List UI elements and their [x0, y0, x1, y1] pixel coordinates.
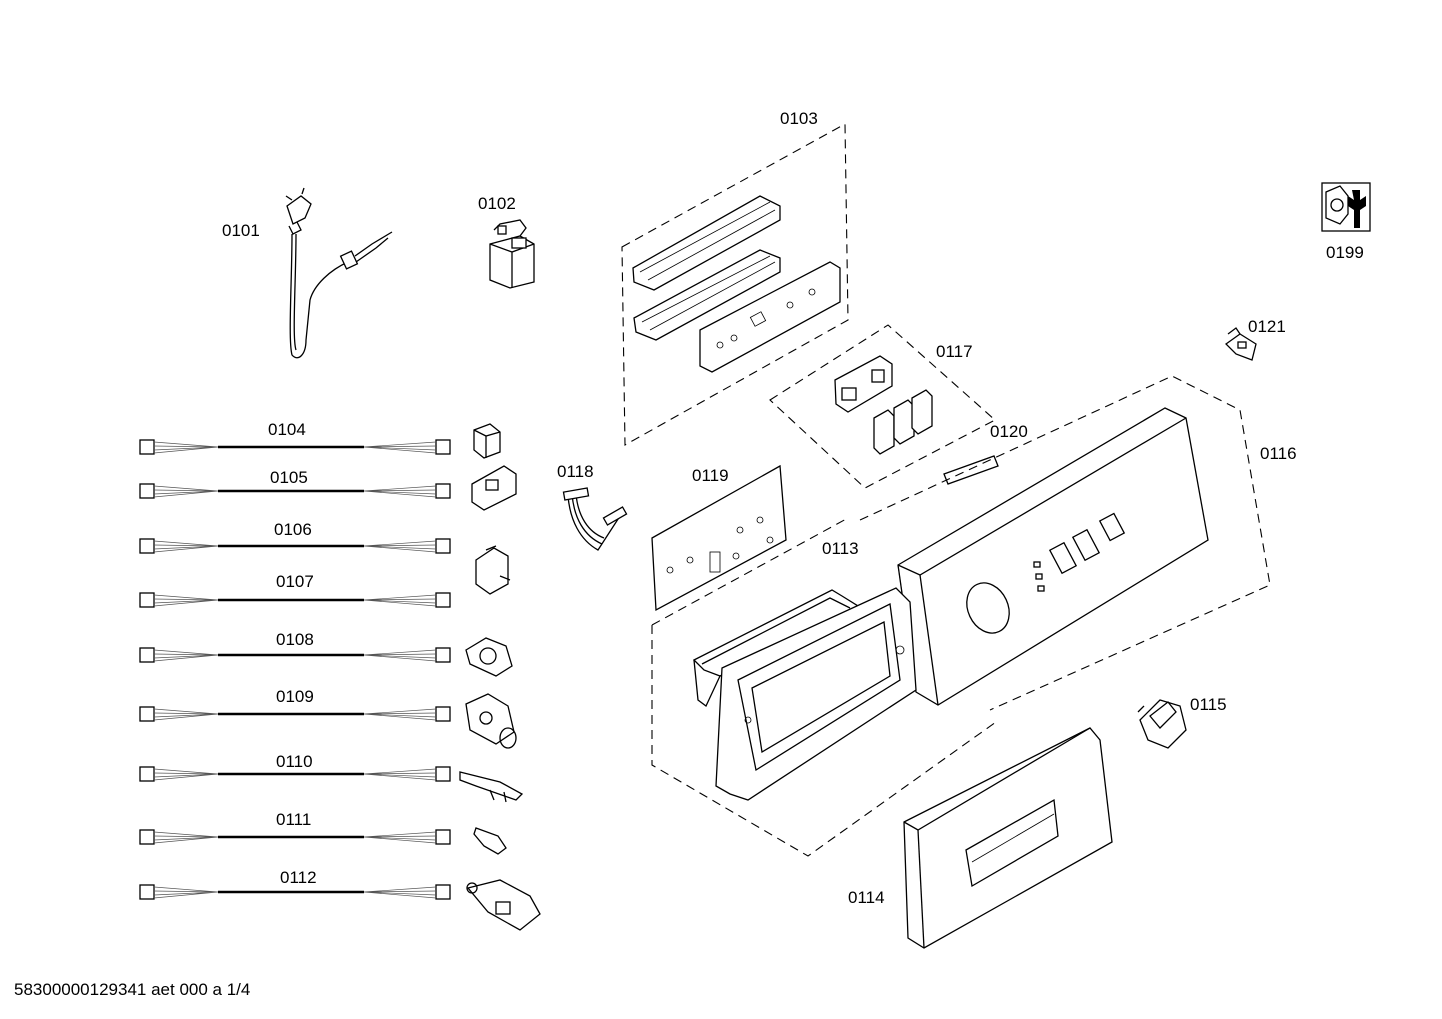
frame-0116	[859, 375, 1271, 711]
component-0106[interactable]	[475, 545, 511, 595]
label-0111: 0111	[276, 810, 311, 829]
label-0120: 0120	[990, 422, 1028, 441]
label-0108: 0108	[276, 630, 314, 649]
component-0104[interactable]	[473, 423, 501, 459]
label-0119: 0119	[692, 466, 729, 485]
bracket-part[interactable]	[1224, 327, 1257, 361]
label-0103: 0103	[780, 109, 818, 128]
label-0118: 0118	[557, 462, 594, 481]
frame-0113	[651, 517, 997, 857]
component-0109[interactable]	[465, 693, 517, 749]
label-0106: 0106	[274, 520, 312, 539]
frame-0103	[621, 123, 849, 446]
label-0107: 0107	[276, 572, 314, 591]
component-0112[interactable]	[466, 879, 541, 931]
wire-harness-0106[interactable]	[139, 538, 451, 554]
wire-harness-0107[interactable]	[139, 592, 451, 608]
wire-harness-0108[interactable]	[139, 647, 451, 663]
component-0111[interactable]	[473, 827, 507, 855]
frame-0117	[769, 324, 996, 489]
drawer-panel-part[interactable]	[903, 727, 1113, 949]
label-0113: 0113	[822, 539, 859, 558]
component-0108[interactable]	[465, 637, 513, 677]
ribbon-cable-part[interactable]	[562, 487, 628, 551]
component-0110[interactable]	[459, 771, 524, 803]
wrench-nut-icon	[1321, 182, 1371, 232]
label-0101: 0101	[222, 221, 260, 240]
interference-suppressor-part[interactable]	[489, 219, 535, 289]
label-0109: 0109	[276, 687, 314, 706]
switch-block-part[interactable]	[834, 355, 933, 455]
wire-harness-0105[interactable]	[139, 483, 451, 499]
label-0199: 0199	[1326, 243, 1364, 262]
label-0104: 0104	[268, 420, 306, 439]
label-0105: 0105	[270, 468, 308, 487]
power-cord-part[interactable]	[285, 187, 393, 359]
wire-harness-0110[interactable]	[139, 766, 451, 782]
label-0112: 0112	[280, 868, 317, 887]
label-0121: 0121	[1248, 317, 1286, 336]
document-reference: 58300000129341 aet 000 a 1/4	[14, 980, 251, 999]
control-module-part[interactable]	[632, 195, 841, 373]
dispenser-frame-part[interactable]	[692, 587, 917, 801]
label-0114: 0114	[848, 888, 885, 907]
wire-harness-0109[interactable]	[139, 706, 451, 722]
control-panel-part[interactable]	[897, 407, 1209, 706]
wire-harness-0111[interactable]	[139, 829, 451, 845]
label-0117: 0117	[936, 342, 973, 361]
label-0102: 0102	[478, 194, 516, 213]
wire-harness-0104[interactable]	[139, 439, 451, 455]
wire-harness-0112[interactable]	[139, 884, 451, 900]
label-0110: 0110	[276, 752, 313, 771]
knob-part[interactable]	[1137, 699, 1187, 749]
component-0105[interactable]	[471, 465, 517, 511]
label-0116: 0116	[1260, 444, 1297, 463]
circuit-board-part[interactable]	[651, 464, 787, 612]
label-0115: 0115	[1190, 695, 1227, 714]
